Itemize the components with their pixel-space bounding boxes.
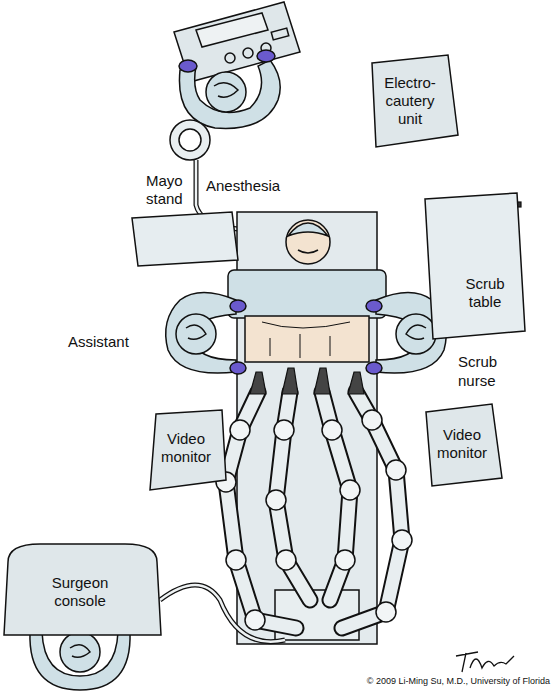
anesthesia-provider <box>179 50 280 128</box>
robot-instruments-part <box>282 368 298 394</box>
node-text: Scrub table <box>449 275 521 311</box>
robot-joints-part <box>322 420 342 440</box>
breathing-circuit-part <box>179 129 201 151</box>
assistant-part <box>186 325 206 339</box>
surgeon-part <box>70 645 90 658</box>
scrub-nurse-part <box>366 300 382 312</box>
scrub-nurse-part <box>366 362 382 374</box>
robot-instruments-part <box>250 372 266 394</box>
node-shape <box>132 212 238 266</box>
robot-instruments <box>250 368 364 394</box>
anesthesia-machine-part <box>225 53 235 63</box>
node-text: Video monitor <box>432 426 492 462</box>
anesthesia-machine-part <box>174 2 300 82</box>
node-text: Mayo stand <box>146 172 198 208</box>
robot-joints-part <box>335 550 355 570</box>
node-shape <box>425 193 525 339</box>
breathing-circuit-part <box>170 120 210 160</box>
anesthesia-provider-part <box>257 50 275 62</box>
role-label: Scrub nurse <box>458 352 510 390</box>
robot-joints <box>216 410 412 630</box>
robot-joints-part <box>245 610 265 630</box>
assistant-part <box>166 293 236 374</box>
anesthesia-provider-part <box>179 60 280 128</box>
robot-instruments-part <box>314 368 330 394</box>
node-shape <box>4 544 161 635</box>
node-shape <box>150 410 226 490</box>
surgeon <box>30 632 130 690</box>
assistant-part <box>176 314 216 354</box>
robot-instruments-part <box>348 372 364 394</box>
artist-signature <box>456 652 514 672</box>
patient-part <box>245 316 369 362</box>
node-text: Surgeon console <box>30 574 130 610</box>
robot-joints-part <box>376 602 396 622</box>
assistant-part <box>230 300 246 312</box>
node-shape <box>426 404 502 486</box>
patient-part <box>228 270 386 318</box>
robot-joints-part <box>276 550 296 570</box>
robot-joints-part <box>386 460 406 480</box>
role-label: Assistant <box>68 332 158 351</box>
assistant-part <box>230 362 246 374</box>
robot-joints-part <box>226 550 246 570</box>
patient-part <box>288 223 328 236</box>
robot-joints-part <box>266 490 286 510</box>
node-text: Video monitor <box>156 430 216 466</box>
video-monitor: Video monitor <box>422 404 502 486</box>
robot-arms <box>226 392 402 628</box>
anesthesia-machine-part <box>243 48 253 58</box>
video-monitor: Video monitor <box>146 410 226 490</box>
console-cable <box>160 585 285 642</box>
role-label: Anesthesia <box>206 176 306 195</box>
surgeon-console: Surgeon console <box>0 540 165 640</box>
surgeon-part <box>60 632 100 672</box>
scrub-table: Scrub table <box>425 193 525 339</box>
patient-part <box>262 322 350 358</box>
scrub-nurse-part <box>396 314 436 354</box>
anesthesia-machine <box>174 2 300 82</box>
node-text: Electro-cautery unit <box>378 74 442 128</box>
assistant <box>166 293 246 375</box>
anesthesia-provider-part <box>179 60 197 72</box>
copyright-note: © 2009 Li-Ming Su, M.D., University of F… <box>318 676 550 687</box>
node-shape <box>372 55 458 147</box>
robot-joints-part <box>230 420 250 440</box>
console-cable-part <box>160 585 285 642</box>
patient-part <box>286 220 330 264</box>
anesthesia-machine-part <box>271 28 289 40</box>
patient <box>228 220 386 362</box>
robot-joints-part <box>392 530 412 550</box>
robot-joints-part <box>340 480 360 500</box>
artist-signature-part <box>456 652 514 672</box>
robot-joints-part <box>362 410 382 430</box>
robot-joints-part <box>274 420 294 440</box>
patient-part <box>298 250 318 253</box>
anesthesia-provider-part <box>214 83 238 97</box>
node-outline <box>425 193 525 339</box>
anesthesia-machine-part <box>196 13 268 47</box>
surgeon-part <box>30 632 130 690</box>
scrub-nurse-part <box>406 325 426 339</box>
anesthesia-provider-part <box>206 72 246 112</box>
equipment-box: Electro-cautery unit <box>362 55 458 147</box>
console-cable-part <box>160 585 285 642</box>
robot-arms-part <box>342 392 402 628</box>
robot-arms-part <box>342 392 402 628</box>
